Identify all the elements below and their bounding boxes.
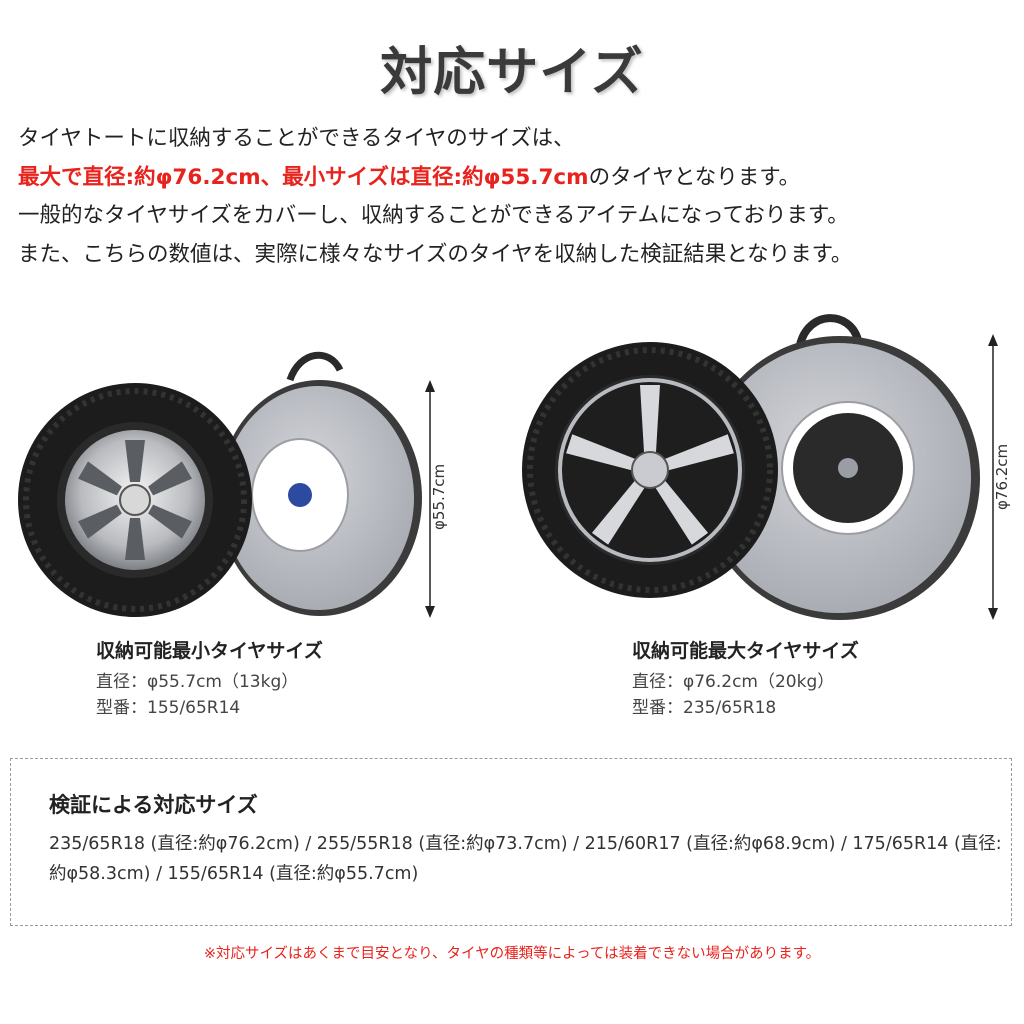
small-tire-info: 収納可能最小タイヤサイズ 直径：φ55.7cm（13kg） 型番：155/65R… — [96, 636, 323, 721]
intro-line-3: 一般的なタイヤサイズをカバーし、収納することができるアイテムになっております。 — [18, 203, 849, 228]
small-wheel-hub — [119, 484, 151, 516]
small-bag-handle — [286, 351, 344, 382]
disclaimer-note: ※対応サイズはあくまで目安となり、タイヤの種類等によっては装着できない場合があり… — [203, 946, 821, 962]
large-tire-tread — [527, 347, 773, 593]
small-front-tire — [18, 383, 252, 617]
large-wheel-hub — [631, 451, 669, 489]
small-cover-hub — [288, 483, 312, 507]
intro-line-4: また、こちらの数値は、実際に様々なサイズのタイヤを収納した検証結果となります。 — [18, 241, 853, 267]
intro-text: タイヤトートに収納することができるタイヤのサイズは、 最大で直径:約φ76.2c… — [18, 120, 1018, 274]
large-cover-hub — [838, 458, 858, 478]
verified-sizes-heading: 検証による対応サイズ — [49, 793, 258, 817]
intro-line-1: タイヤトートに収納することができるタイヤのサイズは、 — [18, 126, 575, 151]
small-tire-tread — [23, 388, 247, 612]
large-dimension-label: φ76.2cm — [993, 443, 1011, 510]
small-tire-diameter: 直径：φ55.7cm（13kg） — [96, 672, 299, 692]
verified-sizes-box: 検証による対応サイズ 235/65R18 (直径:約φ76.2cm) / 255… — [10, 758, 1012, 926]
small-covered-tire — [218, 351, 422, 616]
page-title: 対応サイズ — [380, 43, 644, 103]
large-tire-diameter: 直径：φ76.2cm（20kg） — [632, 672, 835, 692]
intro-highlight: 最大で直径:約φ76.2cm、最小サイズは直径:約φ55.7cm — [18, 164, 589, 190]
small-wheel-spokes — [78, 440, 192, 560]
large-front-tire — [522, 342, 778, 598]
large-tire-model: 型番：235/65R18 — [632, 698, 777, 718]
small-tire-heading: 収納可能最小タイヤサイズ — [96, 640, 323, 662]
intro-line-2: 最大で直径:約φ76.2cm、最小サイズは直径:約φ55.7cmのタイヤとなりま… — [18, 159, 1018, 198]
large-dimension-arrow — [988, 334, 998, 620]
large-wheel-spokes — [566, 385, 734, 545]
large-covered-tire — [700, 314, 980, 620]
large-bag-handle — [796, 314, 862, 347]
intro-line-2-rest: のタイヤとなります。 — [588, 164, 801, 190]
small-tire-model: 型番：155/65R14 — [96, 698, 241, 718]
small-dimension-arrow — [425, 380, 435, 618]
small-dimension-label: φ55.7cm — [430, 463, 448, 530]
large-tire-heading: 収納可能最大タイヤサイズ — [632, 640, 859, 662]
verified-sizes-list: 235/65R18 (直径:約φ76.2cm) / 255/55R18 (直径:… — [49, 834, 1002, 884]
large-tire-info: 収納可能最大タイヤサイズ 直径：φ76.2cm（20kg） 型番：235/65R… — [632, 636, 859, 721]
